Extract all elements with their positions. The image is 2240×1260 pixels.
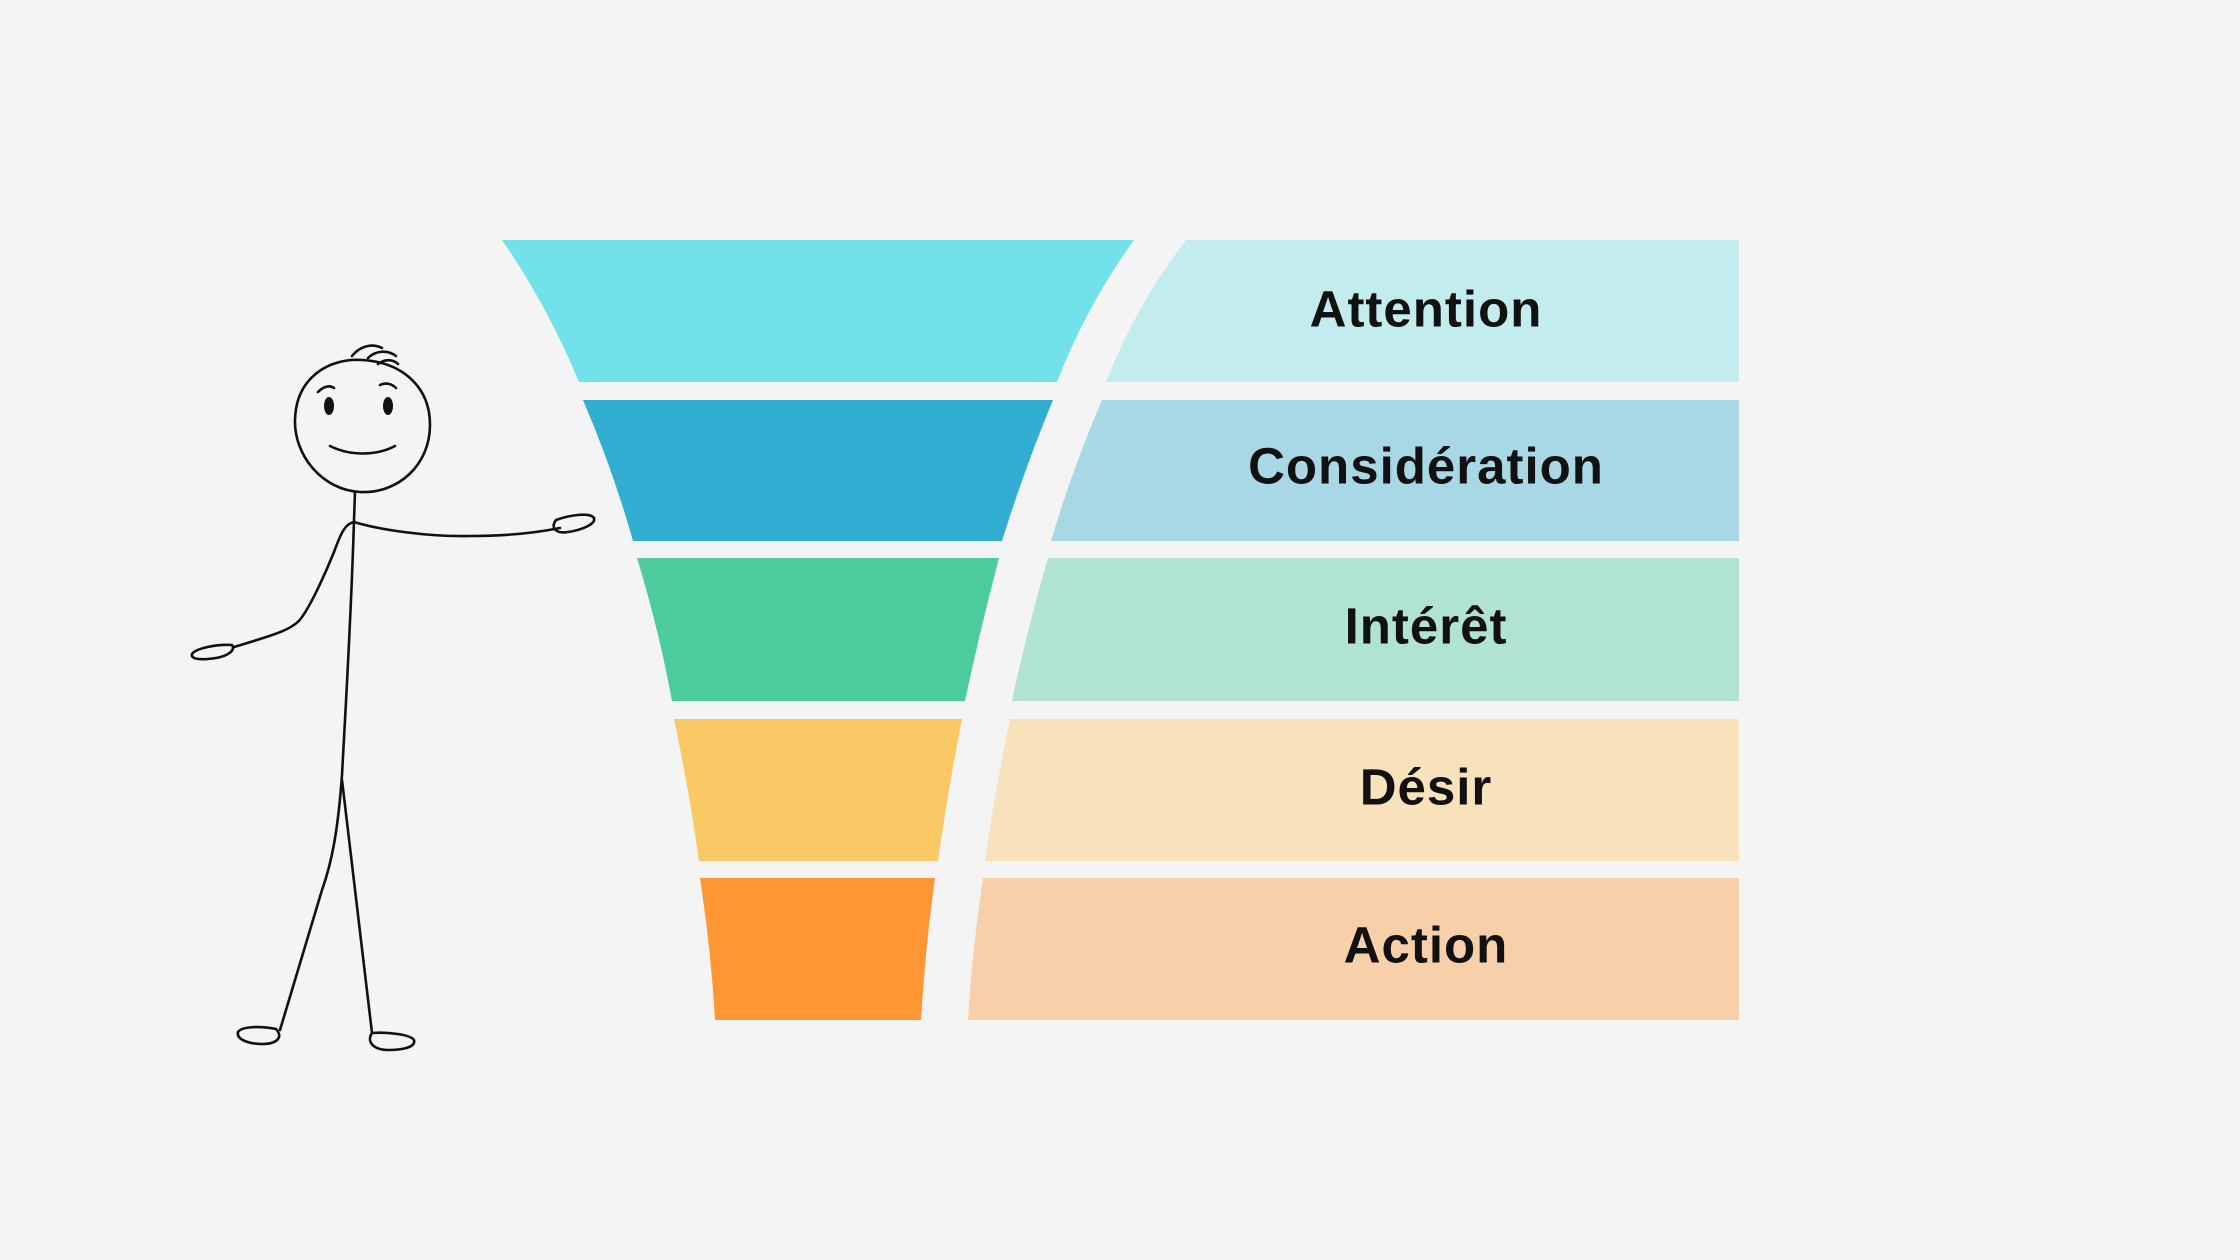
stick-figure-left-arm [232,520,356,649]
stick-figure-hair [350,344,400,366]
stage-label-attention: Attention [1310,280,1543,337]
label-band-consideration [1051,400,1739,541]
stage-label-interet: Intérêt [1345,597,1508,654]
stick-figure-left-foot [236,1025,281,1046]
stick-figure-pointing-arm [352,520,562,538]
label-band-desir [985,719,1739,861]
stick-figure-smile [328,444,397,455]
funnel-segment-desir [674,719,962,861]
stage-label-action: Action [1344,916,1509,973]
label-band-attention [1106,240,1739,382]
label-band-action [968,878,1739,1020]
stage-labels: Attention Considération Intérêt Désir Ac… [968,240,1739,1020]
stick-figure-illustration [190,344,596,1052]
funnel-segment-attention [502,240,1134,382]
stick-figure-left-hand [190,643,235,661]
stick-figure-right-foot [368,1031,416,1052]
funnel [502,240,1134,1020]
stick-figure-pointing-hand [552,513,596,534]
funnel-segment-interet [637,558,999,701]
stick-figure-left-eye [324,397,334,415]
stick-figure-head [293,358,432,494]
stick-figure-body [340,490,357,777]
label-band-interet [1012,558,1739,701]
funnel-segment-action [700,878,935,1020]
stick-figure-right-leg [340,778,374,1035]
stage-label-desir: Désir [1360,758,1493,815]
stick-figure-eyebrows [316,382,398,394]
stage-label-consideration: Considération [1248,437,1604,494]
stick-figure-right-eye [383,397,393,415]
funnel-segment-consideration [583,400,1053,541]
stick-figure-left-leg [278,773,344,1032]
